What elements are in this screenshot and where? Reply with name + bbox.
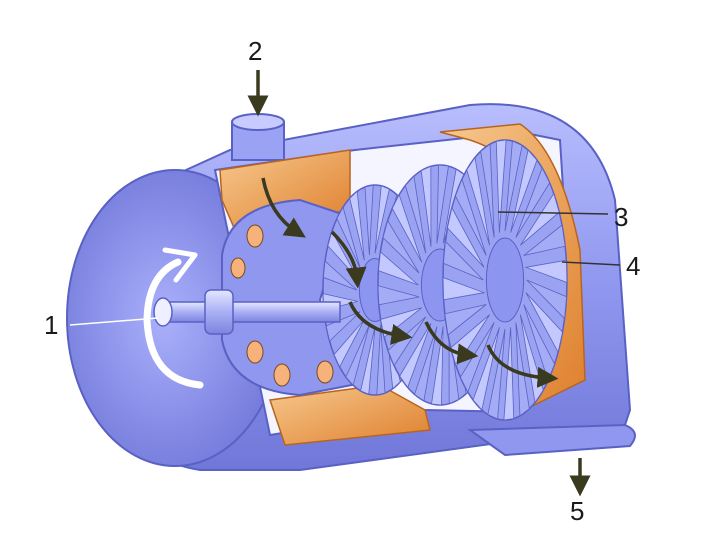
turbine-blade (349, 190, 365, 261)
rotor-shaft (153, 289, 341, 335)
turbine-blade (447, 206, 485, 268)
turbine-blade (454, 178, 487, 256)
turbine-blade (325, 311, 361, 342)
turbine-blade (333, 319, 365, 368)
turbine-blade (515, 322, 530, 417)
turbine-blade (504, 140, 523, 232)
turbine-blade (515, 167, 551, 238)
turbine-blade (520, 192, 560, 246)
turbine-blade (420, 165, 432, 247)
turbine-blade (360, 326, 376, 395)
turbine-blade (523, 224, 566, 256)
turbine-blade (374, 185, 390, 254)
leader-line-4 (561, 261, 621, 266)
label-2: 2 (248, 36, 262, 66)
leader-line-1 (69, 317, 159, 326)
turbine-blade (364, 184, 374, 256)
turbine-blade (487, 328, 506, 420)
turbine-blade (480, 143, 495, 238)
steam-flow-arrows (261, 177, 559, 388)
turbine-blade (431, 326, 444, 406)
turbine-blade (376, 324, 386, 396)
turbine-blade (378, 251, 419, 286)
turbine-blade (525, 292, 563, 354)
label-1: 1 (44, 310, 58, 340)
leader-line-3 (497, 211, 609, 215)
turbine-blade (382, 219, 420, 274)
turbine-blade (495, 139, 507, 233)
turbine-blade (472, 327, 500, 411)
label-5: 5 (570, 496, 584, 526)
turbine-blade (399, 323, 432, 389)
turbine-blade (345, 324, 370, 387)
rotation-arrow (143, 247, 204, 389)
turbine-blade (526, 279, 567, 320)
turbine-blade (391, 193, 423, 263)
turbine-blade (503, 327, 515, 421)
turbine-blade (336, 206, 361, 269)
turbine-blade (436, 164, 449, 244)
label-3: 3 (614, 202, 628, 232)
turbine-blade (524, 259, 568, 284)
turbine-blade (443, 240, 484, 281)
steam-inlet-pipe (231, 113, 285, 161)
label-4: 4 (626, 251, 640, 281)
turbine-blade (442, 276, 486, 301)
turbine-blade (377, 285, 420, 306)
turbine-blade (404, 175, 427, 254)
turbine-blade (414, 326, 438, 402)
blade-row-3 (442, 139, 568, 421)
turbine-blade (466, 156, 491, 246)
turbine-blade (444, 304, 487, 336)
